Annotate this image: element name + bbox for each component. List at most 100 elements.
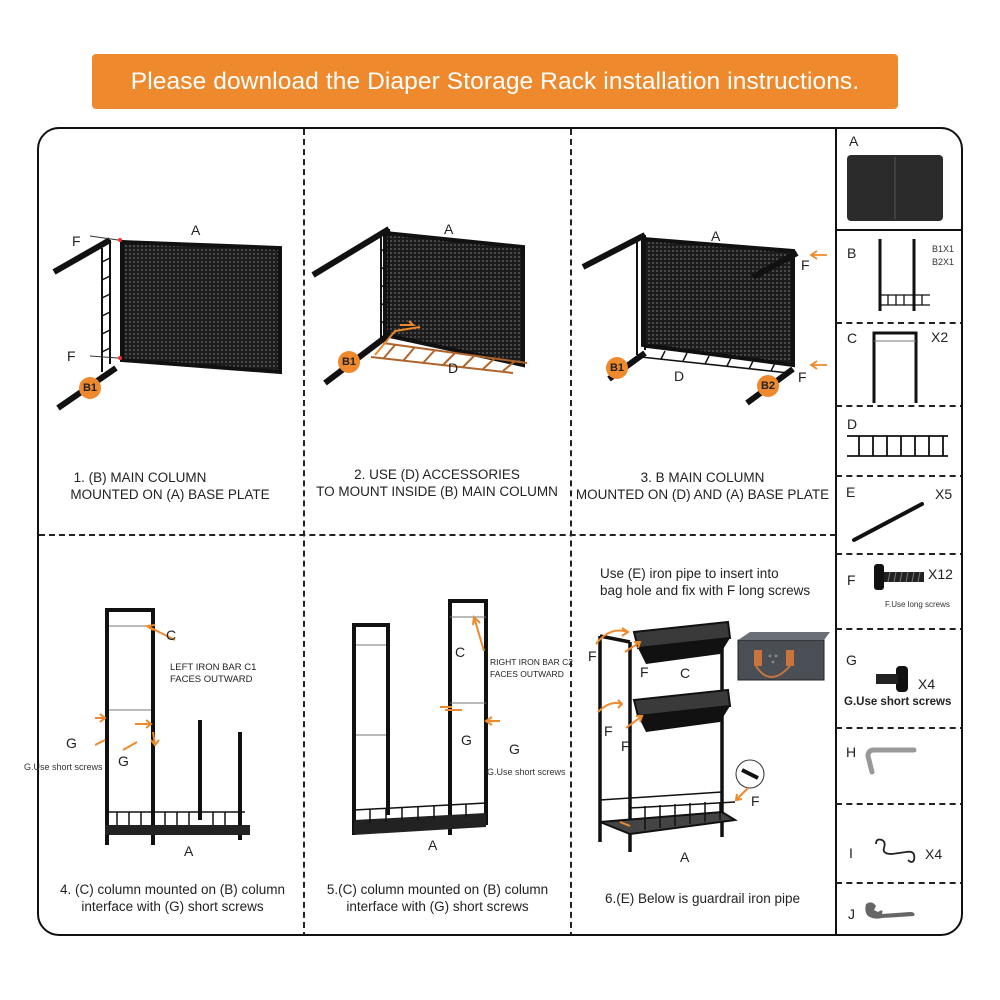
part-e-letter: E — [846, 484, 856, 500]
part-g-letter: G — [846, 652, 857, 668]
step1-badge-b1: B1 — [79, 377, 101, 399]
step5-note-line2: FACES OUTWARD — [490, 669, 564, 679]
step2-label-d: D — [448, 360, 459, 376]
part-c-column — [872, 331, 918, 403]
step3-diagram — [581, 232, 827, 406]
step3-label-f1: F — [801, 257, 810, 273]
step2-label-a: A — [444, 221, 454, 237]
step1-caption-line1: 1. (B) MAIN COLUMN — [73, 470, 207, 485]
step6-top-line1: Use (E) iron pipe to insert into — [600, 566, 779, 581]
part-i-hook — [875, 838, 916, 863]
step1-label-f2: F — [67, 348, 76, 364]
part-a-letter: A — [849, 133, 859, 149]
step5-label-g1: G — [461, 732, 472, 748]
step5-diagram — [352, 599, 500, 835]
step6-label-f2: F — [640, 664, 649, 680]
divider-parts — [835, 129, 837, 934]
step4-caption-line2: interface with (G) short screws — [81, 899, 264, 914]
divider-v1 — [303, 129, 305, 934]
step2-caption: 2. USE (D) ACCESSORIES TO MOUNT INSIDE (… — [303, 466, 571, 500]
step2-badge-b1: B1 — [338, 351, 360, 373]
part-f-letter: F — [847, 572, 856, 588]
divider-h-main — [39, 534, 836, 536]
step4-label-g2: G — [118, 753, 129, 769]
step3-label-f2: F — [798, 369, 807, 385]
step6-label-f4: F — [621, 738, 630, 754]
step6-top-text: Use (E) iron pipe to insert into bag hol… — [600, 565, 860, 599]
step3-caption: 3. B MAIN COLUMN MOUNTED ON (D) AND (A) … — [570, 469, 835, 503]
step5-label-c: C — [455, 644, 466, 660]
divider-v2 — [570, 129, 572, 934]
step6-top-line2: bag hole and fix with F long screws — [600, 583, 811, 598]
parts-sep-3 — [836, 405, 961, 407]
part-b-letter: B — [847, 245, 857, 261]
step4-short-screws: G.Use short screws — [24, 762, 103, 772]
parts-sep-1 — [836, 229, 961, 231]
step4-note: LEFT IRON BAR C1 FACES OUTWARD — [170, 662, 256, 686]
step1-label-f1: F — [72, 233, 81, 249]
step6-label-c: C — [680, 665, 691, 681]
part-b-qty1: B1X1 — [932, 244, 955, 254]
step6-label-f5: F — [751, 793, 760, 809]
step6-label-a: A — [680, 849, 690, 865]
part-f-long-screw — [874, 564, 924, 590]
step2-caption-line2: TO MOUNT INSIDE (B) MAIN COLUMN — [316, 484, 558, 499]
step6-diagram — [595, 620, 830, 852]
step1-caption-line2: MOUNTED ON (A) BASE PLATE — [70, 487, 270, 502]
step4-label-a: A — [184, 843, 194, 859]
title-banner: Please download the Diaper Storage Rack … — [92, 54, 898, 109]
part-b-qty2: B2X1 — [932, 257, 955, 267]
part-j-wrench — [865, 902, 915, 919]
parts-sep-6 — [836, 628, 961, 630]
part-d-accessory — [847, 435, 948, 457]
step5-note: RIGHT IRON BAR C2 FACES OUTWARD — [490, 656, 573, 680]
part-b-main-column — [878, 239, 930, 311]
step3-badge-b1: B1 — [606, 357, 628, 379]
step5-label-g2: G — [509, 741, 520, 757]
part-f-note: F.Use long screws — [885, 600, 950, 609]
part-e-iron-pipe — [852, 502, 924, 542]
step5-caption-line2: interface with (G) short screws — [346, 899, 529, 914]
part-f-qty: X12 — [928, 566, 953, 582]
step3-label-d: D — [674, 368, 685, 384]
parts-sep-4 — [836, 475, 961, 477]
step4-label-c: C — [166, 627, 177, 643]
step3-label-a: A — [711, 228, 721, 244]
step6-label-f3: F — [604, 723, 613, 739]
step4-caption: 4. (C) column mounted on (B) column inte… — [40, 881, 305, 915]
step5-note-line1: RIGHT IRON BAR C2 — [490, 657, 573, 667]
step6-caption-line1: 6.(E) Below is guardrail iron pipe — [604, 891, 801, 906]
banner-text: Please download the Diaper Storage Rack … — [130, 67, 860, 95]
part-i-letter: I — [849, 845, 853, 861]
step5-caption-line1: 5.(C) column mounted on (B) column — [326, 882, 549, 897]
step5-caption: 5.(C) column mounted on (B) column inter… — [305, 881, 570, 915]
step3-caption-line1: 3. B MAIN COLUMN — [640, 470, 765, 485]
step1-label-a: A — [191, 222, 201, 238]
part-g-short-screw — [876, 666, 908, 692]
part-e-qty: X5 — [935, 486, 953, 502]
instruction-frame — [37, 127, 963, 936]
parts-sep-7 — [836, 727, 961, 729]
step2-caption-line1: 2. USE (D) ACCESSORIES — [354, 467, 520, 482]
step1-caption: 1. (B) MAIN COLUMN MOUNTED ON (A) BASE P… — [40, 469, 300, 503]
part-g-note: G.Use short screws — [844, 696, 952, 708]
part-h-letter: H — [846, 744, 857, 760]
step6-label-f1: F — [588, 648, 597, 664]
step4-caption-line1: 4. (C) column mounted on (B) column — [59, 882, 286, 897]
part-g-qty: X4 — [918, 676, 936, 692]
step4-label-g1: G — [66, 735, 77, 751]
part-j-letter: J — [848, 906, 855, 922]
step4-note-line1: LEFT IRON BAR C1 — [170, 662, 257, 673]
parts-sep-2 — [836, 322, 961, 324]
step2-diagram — [311, 226, 528, 386]
part-c-qty: X2 — [931, 329, 949, 345]
part-h-hex-key — [865, 747, 917, 775]
part-d-letter: D — [847, 416, 858, 432]
step4-diagram — [95, 608, 250, 845]
parts-sep-5 — [836, 553, 961, 555]
step1-diagram — [52, 235, 282, 411]
step6-caption: 6.(E) Below is guardrail iron pipe — [575, 890, 830, 907]
step3-caption-line2: MOUNTED ON (D) AND (A) BASE PLATE — [575, 487, 830, 502]
step5-label-a: A — [428, 837, 438, 853]
step3-badge-b2: B2 — [757, 375, 779, 397]
